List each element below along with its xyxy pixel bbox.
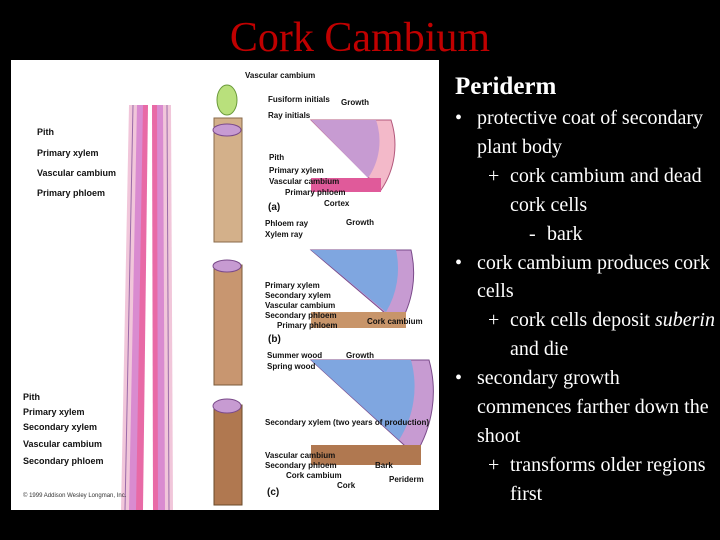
left-label-primary-xylem: Primary xylem: [37, 148, 99, 158]
stem-diagram: Pith Primary xylem Vascular cambium Prim…: [11, 60, 439, 510]
sub-1-text: cork cambium and dead cork cells: [510, 162, 717, 220]
sub-mark: +: [488, 306, 510, 364]
stem-longitudinal-section: [121, 105, 173, 510]
bullet-2-text: cork cambium produces cork cells: [477, 249, 717, 307]
label-b-primary-phloem: Primary phloem: [277, 321, 337, 330]
label-b-secondary-phloem: Secondary phloem: [265, 311, 337, 320]
label-b-primary-xylem: Primary xylem: [265, 281, 320, 290]
bullet-3-text: secondary growth commences farther down …: [477, 364, 717, 451]
left-label-pith-bottom: Pith: [23, 392, 40, 402]
left-label-pith: Pith: [37, 127, 54, 137]
label-b-secondary-xylem: Secondary xylem: [265, 291, 331, 300]
label-c-bark: Bark: [375, 461, 393, 470]
label-b-cork-cambium: Cork cambium: [367, 317, 423, 326]
label-a-vascular-cambium: Vascular cambium: [245, 71, 315, 80]
label-a-ray: Ray initials: [268, 111, 311, 120]
left-label-vascular-cambium-bottom: Vascular cambium: [23, 439, 102, 449]
panel-a-letter: (a): [268, 202, 280, 213]
sub2-1-text: bark: [547, 220, 583, 249]
left-label-secondary-phloem: Secondary phloem: [23, 456, 104, 466]
label-b-growth: Growth: [346, 218, 374, 227]
label-a-primary-phloem: Primary phloem: [285, 188, 345, 197]
label-c-spring-wood: Spring wood: [267, 362, 316, 371]
bullet-2: • cork cambium produces cork cells: [455, 249, 717, 307]
wedge-c: [311, 360, 433, 465]
sub-3-text: transforms older regions first: [510, 451, 717, 509]
label-c-cork: Cork: [337, 481, 356, 490]
sub-mark: +: [488, 451, 510, 509]
label-c-growth: Growth: [346, 351, 374, 360]
figure-copyright: © 1999 Addison Wesley Longman, Inc.: [23, 492, 127, 499]
shoot-segments: [213, 85, 242, 505]
label-c-secondary-xylem: Secondary xylem (two years of production…: [265, 418, 429, 427]
sub-2-text: cork cells deposit suberin and die: [510, 306, 717, 364]
label-c-summer-wood: Summer wood: [267, 351, 322, 360]
slide-title: Cork Cambium: [0, 12, 720, 64]
left-label-vascular-cambium: Vascular cambium: [37, 168, 116, 178]
label-b-phloem-ray: Phloem ray: [265, 219, 309, 228]
label-c-cork-cambium: Cork cambium: [286, 471, 342, 480]
sub-mark: +: [488, 162, 510, 220]
label-a-cortex: Cortex: [324, 199, 350, 208]
sub-2: + cork cells deposit suberin and die: [455, 306, 717, 364]
sub-2-pre: cork cells deposit: [510, 309, 655, 331]
left-label-primary-xylem-bottom: Primary xylem: [23, 407, 85, 417]
panel-b-letter: (b): [268, 334, 281, 345]
label-c-secondary-phloem: Secondary phloem: [265, 461, 337, 470]
left-label-primary-phloem: Primary phloem: [37, 188, 105, 198]
label-a-primary-xylem: Primary xylem: [269, 166, 324, 175]
left-label-secondary-xylem: Secondary xylem: [23, 422, 97, 432]
label-a-pith: Pith: [269, 153, 284, 162]
sub-3: + transforms older regions first: [455, 451, 717, 509]
label-c-periderm: Periderm: [389, 475, 424, 484]
bullet-3: • secondary growth commences farther dow…: [455, 364, 717, 451]
text-panel: Periderm • protective coat of secondary …: [455, 70, 717, 509]
bullet-mark: •: [455, 364, 477, 451]
sub-2-post: and die: [510, 338, 568, 360]
label-b-xylem-ray: Xylem ray: [265, 230, 303, 239]
bullet-mark: •: [455, 104, 477, 162]
sub2-1: - bark: [455, 220, 717, 249]
bullet-1-text: protective coat of secondary plant body: [477, 104, 717, 162]
label-b-vascular-cambium: Vascular cambium: [265, 301, 335, 310]
panel-heading: Periderm: [455, 70, 717, 104]
label-c-vascular-cambium: Vascular cambium: [265, 451, 335, 460]
sub-1: + cork cambium and dead cork cells: [455, 162, 717, 220]
label-a-fusiform: Fusiform initials: [268, 95, 330, 104]
suberin-term: suberin: [655, 309, 715, 331]
bullet-1: • protective coat of secondary plant bod…: [455, 104, 717, 162]
panel-c-letter: (c): [267, 487, 279, 498]
sub2-mark: -: [529, 220, 547, 249]
label-a-growth: Growth: [341, 98, 369, 107]
bullet-mark: •: [455, 249, 477, 307]
label-a-vascular-cambium-2: Vascular cambium: [269, 177, 339, 186]
